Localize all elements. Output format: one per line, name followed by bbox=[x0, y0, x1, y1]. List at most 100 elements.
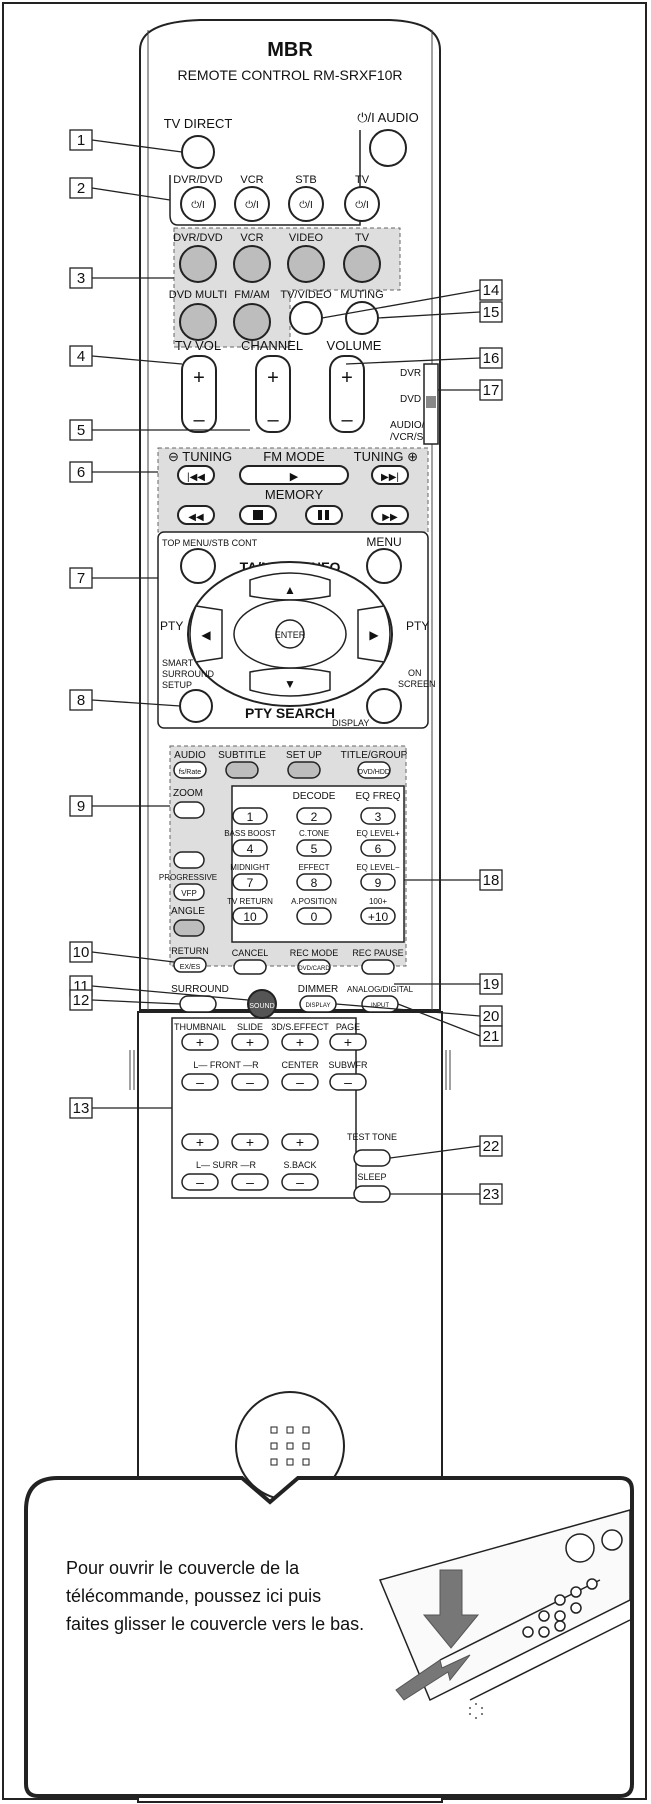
keypad-button[interactable] bbox=[296, 907, 332, 925]
surr-minus-button[interactable] bbox=[181, 1173, 219, 1191]
nav-down-button[interactable] bbox=[249, 667, 331, 697]
surr-minus-button[interactable] bbox=[231, 1173, 269, 1191]
keypad-button[interactable] bbox=[232, 873, 268, 891]
title-group-label: TITLE/GROUP bbox=[341, 750, 408, 761]
decode-label: DECODE bbox=[293, 791, 336, 802]
smart-surround-setup-button[interactable] bbox=[179, 689, 213, 723]
fm-am-button[interactable] bbox=[233, 303, 271, 341]
nav-left-button[interactable] bbox=[189, 605, 223, 663]
level-plus-button[interactable] bbox=[231, 1033, 269, 1051]
surr-plus-button[interactable] bbox=[181, 1133, 219, 1151]
callout-box bbox=[69, 345, 93, 367]
level-minus-button[interactable] bbox=[281, 1073, 319, 1091]
source-select-group bbox=[173, 227, 401, 348]
test-tone-label: TEST TONE bbox=[347, 1132, 397, 1142]
keypad-button[interactable] bbox=[360, 873, 396, 891]
angle-button[interactable] bbox=[173, 919, 205, 937]
subtitle-label: SUBTITLE bbox=[218, 750, 266, 761]
tv-power-button[interactable] bbox=[344, 186, 380, 222]
instruction-caption: Pour ouvrir le couvercle de la télécomma… bbox=[66, 1558, 365, 1634]
surr-plus-button[interactable] bbox=[281, 1133, 319, 1151]
dvr-dvd-power-button[interactable] bbox=[180, 186, 216, 222]
surround-button[interactable] bbox=[179, 995, 217, 1013]
keypad-button[interactable] bbox=[360, 807, 396, 825]
level-minus-button[interactable] bbox=[231, 1073, 269, 1091]
surr-plus-button[interactable] bbox=[231, 1133, 269, 1151]
stb-power-button[interactable] bbox=[288, 186, 324, 222]
dvr-dvd-select-button[interactable] bbox=[179, 245, 217, 283]
audio-button[interactable] bbox=[173, 761, 207, 779]
nav-right-button[interactable] bbox=[357, 605, 391, 663]
sleep-button[interactable] bbox=[353, 1185, 391, 1203]
callout-box bbox=[69, 129, 93, 151]
keypad-button[interactable] bbox=[296, 839, 332, 857]
minus-icon: – bbox=[193, 409, 205, 431]
pty-search-label: PTY SEARCH bbox=[245, 705, 335, 721]
vfp-button[interactable] bbox=[173, 883, 205, 901]
callout-number: 21 bbox=[483, 1028, 500, 1045]
video-select-button[interactable] bbox=[287, 245, 325, 283]
plus-icon: + bbox=[196, 1134, 204, 1150]
ex-es-button[interactable] bbox=[173, 957, 207, 973]
fast-forward-button[interactable] bbox=[371, 505, 409, 525]
audio-power-button[interactable] bbox=[369, 129, 407, 167]
keypad-number: 1 bbox=[247, 810, 254, 824]
slider-vcr-label: /VCR/STB bbox=[390, 432, 436, 443]
vcr-power-button[interactable] bbox=[234, 186, 270, 222]
callout-number: 2 bbox=[77, 180, 85, 197]
level-plus-button[interactable] bbox=[281, 1033, 319, 1051]
dvd-multi-button[interactable] bbox=[179, 303, 217, 341]
level-plus-button[interactable] bbox=[181, 1033, 219, 1051]
set-up-button[interactable] bbox=[287, 761, 321, 779]
subtitle-button[interactable] bbox=[225, 761, 259, 779]
keypad-function-label: TV RETURN bbox=[227, 897, 273, 906]
level-minus-button[interactable] bbox=[181, 1073, 219, 1091]
rec-pause-button[interactable] bbox=[361, 959, 395, 975]
level-plus-button[interactable] bbox=[329, 1033, 367, 1051]
menu-button[interactable] bbox=[366, 548, 402, 584]
surr-minus-button[interactable] bbox=[281, 1173, 319, 1191]
slider-knob[interactable] bbox=[426, 396, 436, 408]
keypad-button[interactable] bbox=[360, 907, 396, 925]
rewind-button[interactable] bbox=[177, 505, 215, 525]
keypad-button[interactable] bbox=[360, 839, 396, 857]
keypad-button[interactable] bbox=[296, 807, 332, 825]
replay-button[interactable] bbox=[173, 851, 205, 869]
tv-direct-button[interactable] bbox=[181, 135, 215, 169]
cancel-label: CANCEL bbox=[232, 948, 269, 958]
tuning-next-button[interactable] bbox=[371, 465, 409, 485]
surr-label: L— SURR —R bbox=[196, 1160, 257, 1170]
level-minus-button[interactable] bbox=[329, 1073, 367, 1091]
callout-number: 9 bbox=[77, 798, 85, 815]
slide-direction-arrow-icon bbox=[395, 1654, 471, 1701]
tv-select-button[interactable] bbox=[343, 245, 381, 283]
tuning-prev-button[interactable] bbox=[177, 465, 215, 485]
tv-video-button[interactable] bbox=[289, 301, 323, 335]
channel-rocker[interactable] bbox=[255, 355, 291, 433]
on-screen-label: ON bbox=[408, 668, 422, 678]
pause-button[interactable] bbox=[305, 505, 343, 525]
zoom-button[interactable] bbox=[173, 801, 205, 819]
muting-button[interactable] bbox=[345, 301, 379, 335]
callout-number: 18 bbox=[483, 872, 500, 889]
rec-mode-button[interactable] bbox=[297, 959, 331, 975]
title-group-button[interactable] bbox=[357, 761, 391, 779]
tv-vol-rocker[interactable] bbox=[181, 355, 217, 433]
callout-box bbox=[479, 301, 503, 323]
callout-box bbox=[479, 1183, 503, 1205]
callout-box bbox=[69, 989, 93, 1011]
vcr-select-button[interactable] bbox=[233, 245, 271, 283]
keypad-button[interactable] bbox=[296, 873, 332, 891]
keypad-button[interactable] bbox=[232, 807, 268, 825]
nav-up-button[interactable] bbox=[249, 572, 331, 601]
test-tone-button[interactable] bbox=[353, 1149, 391, 1167]
keypad-button[interactable] bbox=[232, 839, 268, 857]
on-screen-button[interactable] bbox=[366, 688, 402, 724]
cancel-button[interactable] bbox=[233, 959, 267, 975]
keypad-button[interactable] bbox=[232, 907, 268, 925]
front-label: L— FRONT —R bbox=[193, 1060, 259, 1070]
volume-rocker[interactable] bbox=[329, 355, 365, 433]
enter-button[interactable] bbox=[275, 619, 305, 649]
fm-mode-play-button[interactable] bbox=[239, 465, 349, 485]
top-menu-button[interactable] bbox=[180, 548, 216, 584]
